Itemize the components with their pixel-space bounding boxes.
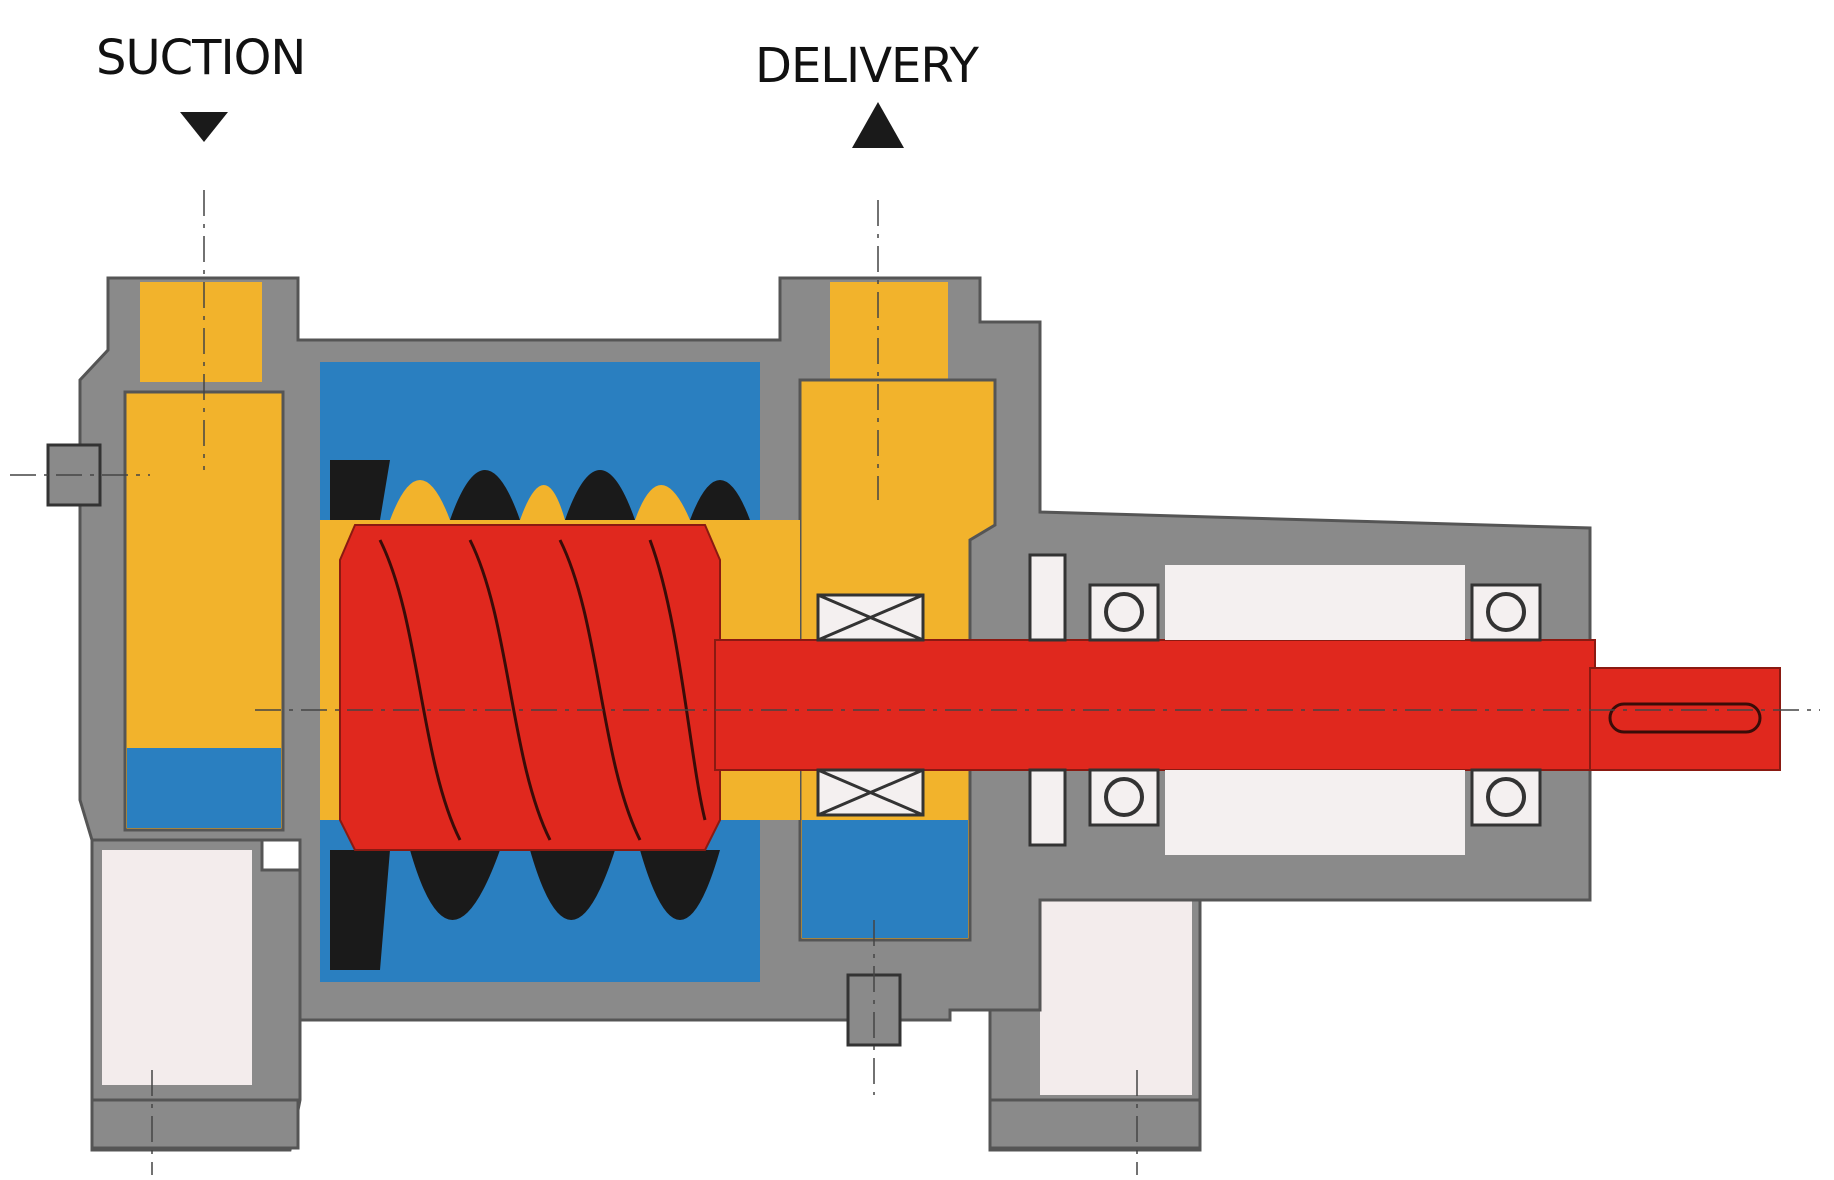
suction-chamber [123, 390, 285, 832]
right-foot [988, 898, 1202, 1152]
bearing-housing-inner-bottom [1165, 770, 1465, 855]
rotor-helix-lines [378, 539, 707, 841]
suction-port [140, 282, 262, 382]
delivery-label: DELIVERY [755, 38, 979, 94]
key-slot [1608, 702, 1762, 734]
suction-label: SUCTION [96, 30, 306, 86]
bearing-housing-inner-top [1165, 565, 1465, 640]
mechanical-seal [816, 593, 925, 817]
delivery-port [830, 282, 948, 392]
spacer-ring-top [1028, 553, 1067, 642]
left-foot [90, 838, 302, 1152]
ball-bearing-left [1088, 583, 1160, 827]
drive-shaft [714, 639, 1596, 771]
suction-arrow-down-icon [180, 112, 228, 142]
delivery-chamber-fluid-low [802, 820, 968, 938]
rotor-threads [330, 460, 750, 970]
ball-bearing-right [1470, 583, 1542, 827]
suction-chamber-fluid-low [127, 748, 281, 828]
rotor-thread-crests [390, 480, 690, 520]
spacer-ring-bottom [1028, 768, 1067, 847]
screw-rotor [339, 524, 721, 851]
centerlines [10, 190, 1820, 1175]
delivery-arrow-up-icon [852, 102, 904, 148]
